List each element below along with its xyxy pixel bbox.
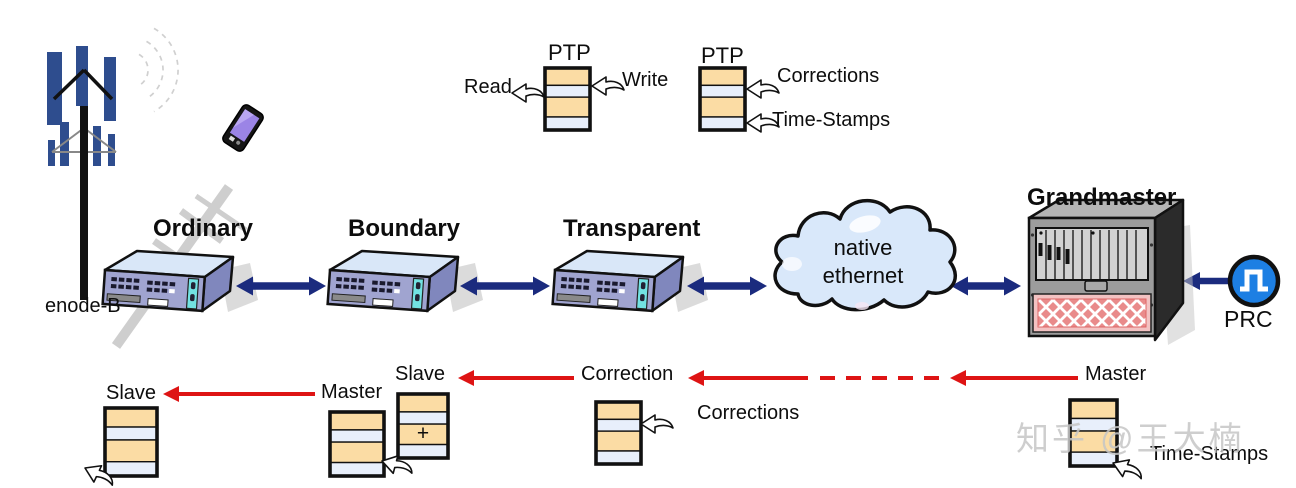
transparent-switch-label: Transparent	[563, 215, 701, 242]
corrections-arrow-icon	[746, 79, 780, 99]
arrow-cloud-grandmaster	[951, 276, 1021, 296]
radio-waves-icon	[138, 27, 179, 113]
write-arrow-icon	[591, 76, 625, 96]
transparent-switch-icon	[551, 249, 710, 314]
timestamps-top-label: Time-Stamps	[772, 109, 891, 131]
arrow-master-to-slave-left	[163, 386, 315, 402]
ordinary-switch-icon	[101, 249, 260, 314]
corrections-mid-label: Corrections	[697, 402, 800, 424]
ordinary-switch-label: Ordinary	[153, 215, 254, 242]
enodeb-label: enode-B	[45, 295, 121, 317]
arrow-ordinary-boundary	[236, 276, 326, 296]
watermark: 知乎 @王大楠	[1016, 420, 1245, 457]
slave-clock-stack	[103, 406, 159, 478]
grandmaster-timestamps-stack	[1068, 398, 1119, 468]
slave-left-label: Slave	[106, 382, 157, 404]
arrow-transparent-cloud	[687, 276, 767, 296]
ptp-right-title: PTP	[701, 43, 744, 68]
prc-clock-icon	[1227, 254, 1281, 308]
slave-mid-label: Slave	[395, 363, 446, 385]
read-label: Read	[464, 76, 512, 98]
native-ethernet-cloud	[773, 198, 957, 312]
arrow-master-to-correction	[688, 370, 1078, 386]
master-right-label: Master	[1085, 363, 1147, 385]
transparent-corrections-stack	[594, 400, 643, 466]
plus-correction-label: +	[416, 422, 430, 445]
write-label: Write	[622, 69, 669, 91]
boundary-switch-label: Boundary	[348, 215, 461, 242]
correction-flow-arrows	[163, 370, 1078, 402]
corrections-top-label: Corrections	[777, 65, 880, 87]
prc-label: PRC	[1224, 306, 1273, 332]
arrow-boundary-transparent	[460, 276, 550, 296]
ptp-stack-corrections	[698, 66, 747, 132]
cloud-label: native ethernet	[788, 234, 938, 290]
arrow-correction-to-slave	[458, 370, 574, 386]
corrections-mid-arrow-icon	[640, 414, 674, 434]
timestamps-bottom-label: Time-Stamps	[1150, 443, 1269, 465]
ptp-stack-read-write	[543, 66, 592, 132]
grandmaster-label: Grandmaster	[1027, 184, 1177, 211]
master-mid-label: Master	[321, 381, 383, 403]
cell-tower-icon	[47, 46, 117, 300]
correction-label: Correction	[581, 363, 674, 385]
boundary-switch-icon	[326, 249, 485, 314]
read-arrow-icon	[511, 83, 545, 103]
cloud-label-line1: native	[833, 235, 893, 260]
grandmaster-chassis-icon	[1027, 198, 1195, 345]
mobile-phone-icon	[222, 104, 264, 152]
ptp-left-title: PTP	[548, 40, 591, 65]
slave-correction-stack	[396, 392, 450, 460]
cloud-label-line2: ethernet	[822, 263, 904, 288]
master-clock-stack	[328, 410, 386, 478]
